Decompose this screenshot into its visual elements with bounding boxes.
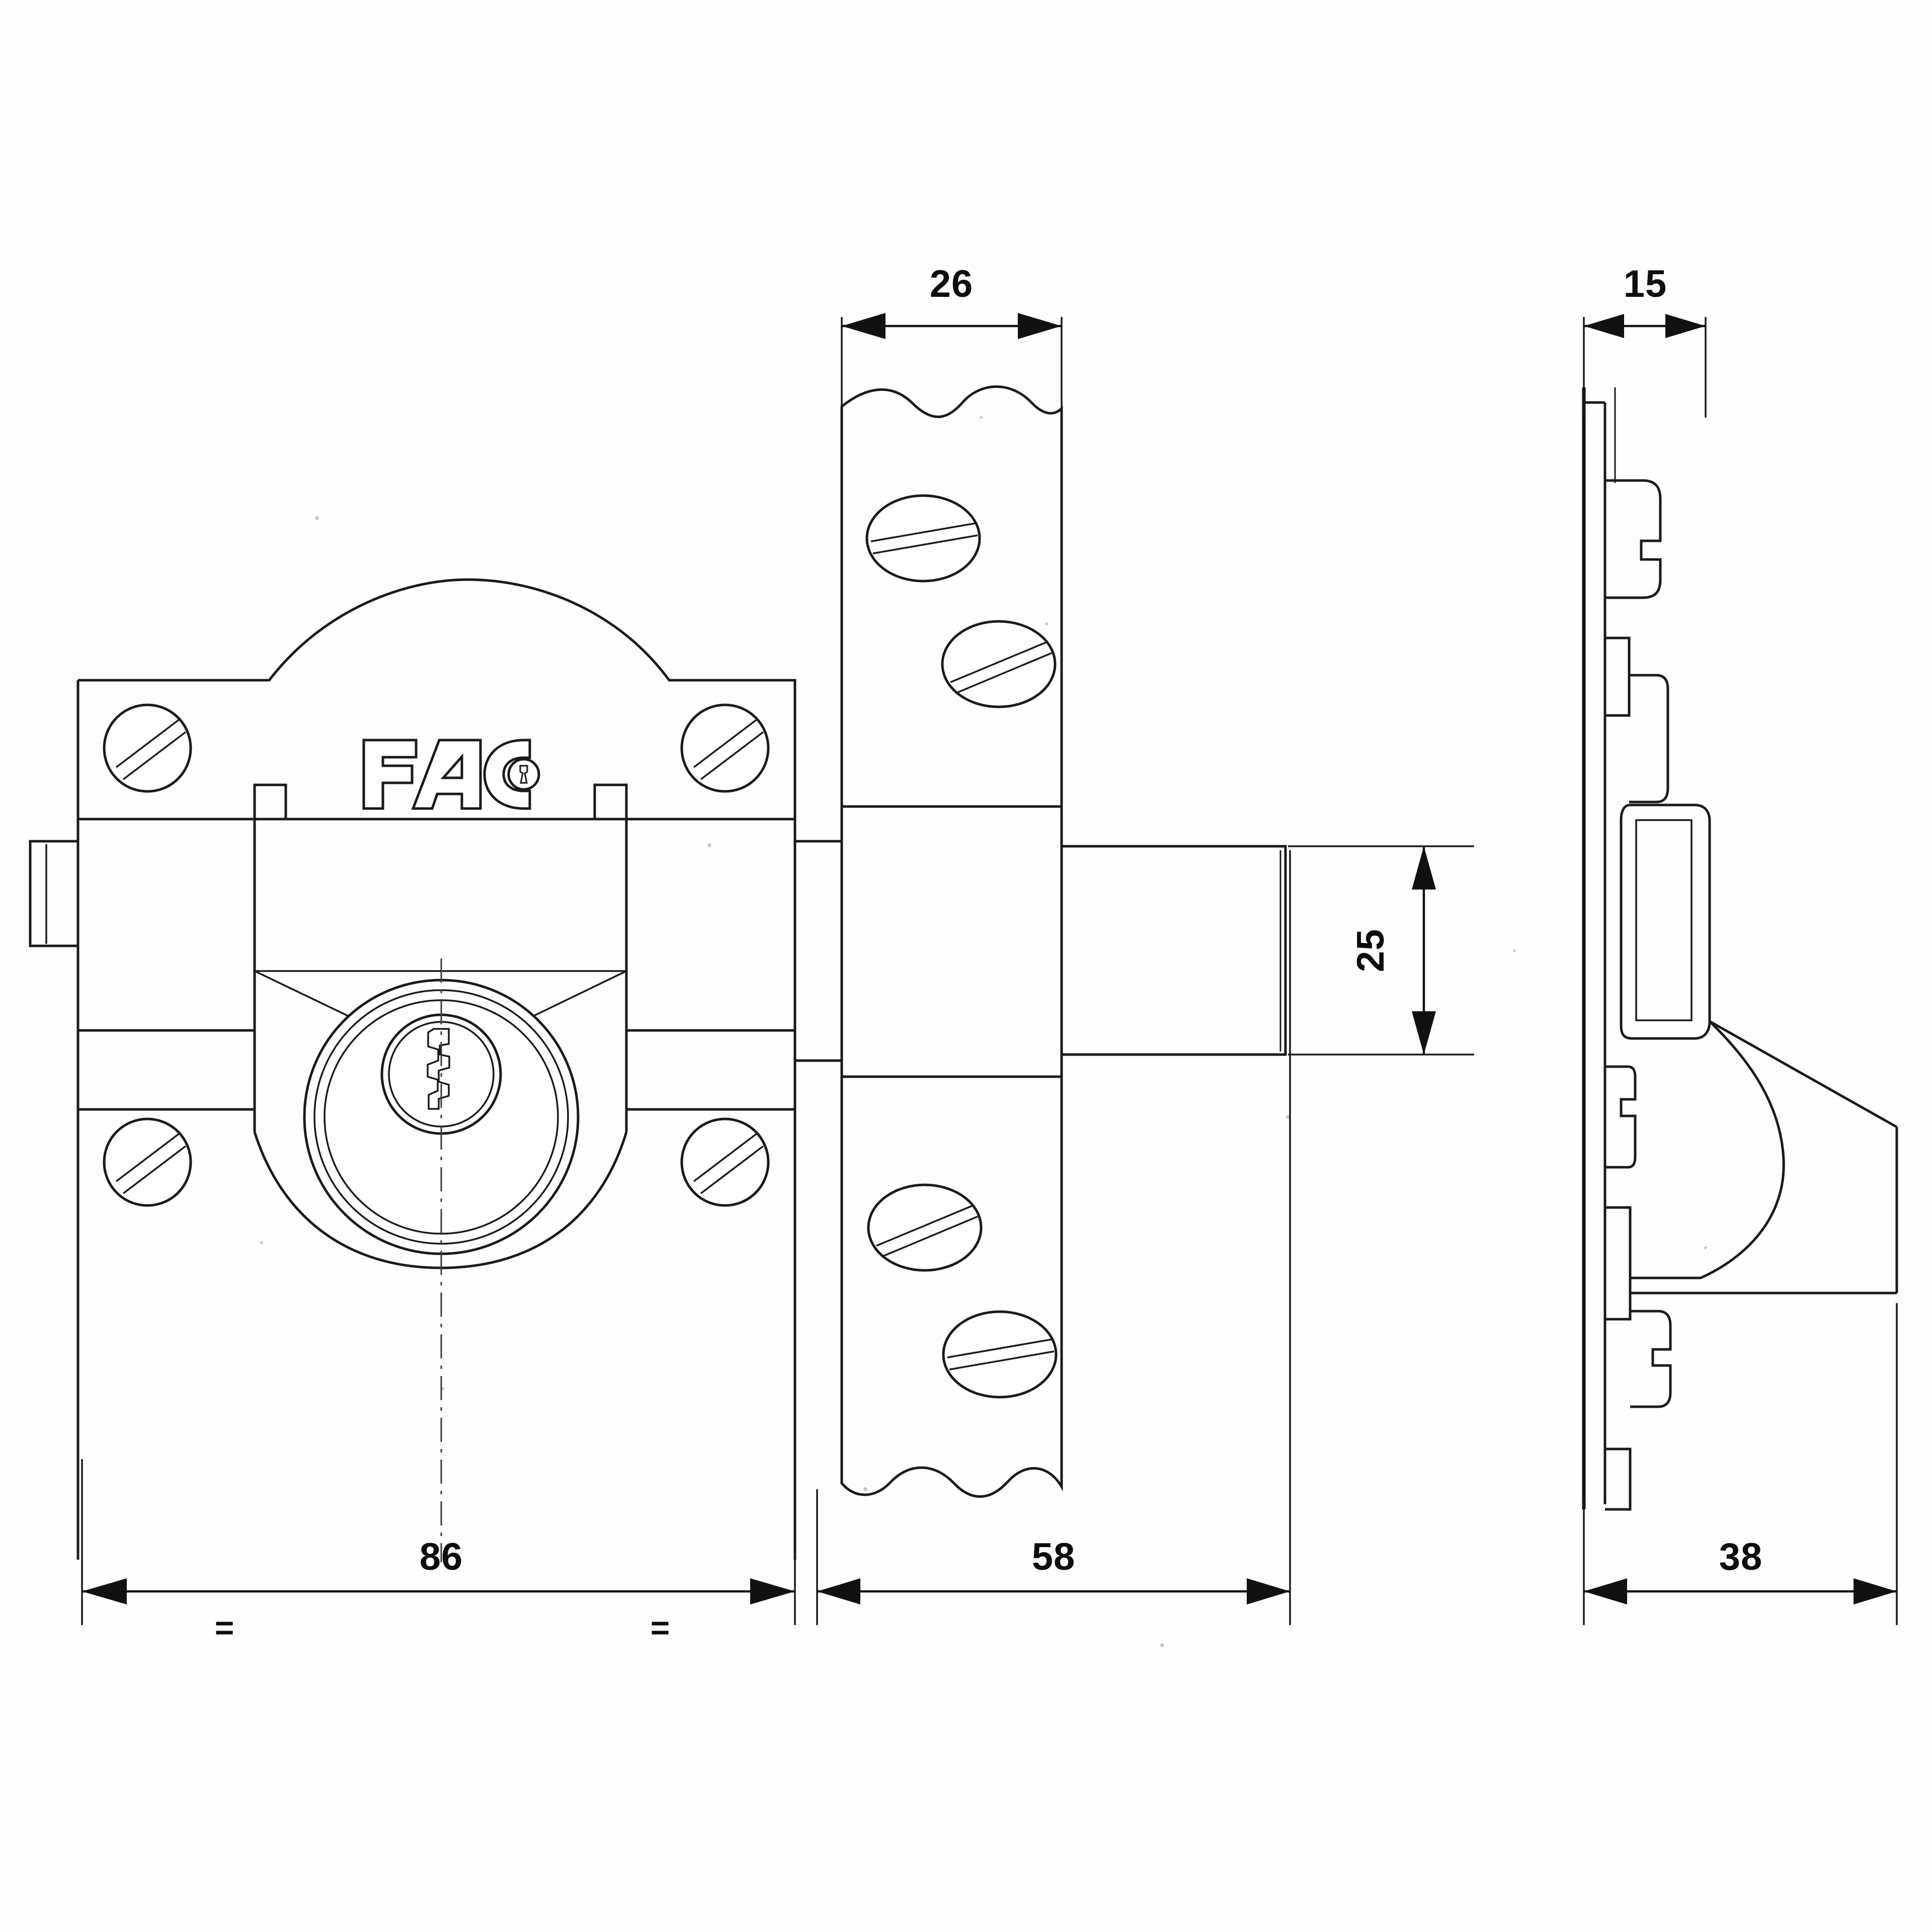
dimension-26-label: 26 xyxy=(930,263,974,305)
dimension-26: 26 xyxy=(841,263,1063,433)
lower-keeper-lug xyxy=(1630,1310,1672,1408)
dimension-38-label: 38 xyxy=(1719,1536,1763,1578)
dimension-86: 86 = = xyxy=(81,1459,796,1646)
equal-mark-left: = xyxy=(215,1609,234,1646)
housing-lug-left xyxy=(253,783,287,819)
middle-keeper-lug xyxy=(1629,674,1669,803)
dimension-15-label: 15 xyxy=(1624,263,1667,305)
keyway-profile xyxy=(427,1028,450,1110)
projecting-bolt xyxy=(1062,845,1287,1056)
strike-screw-1 xyxy=(867,496,980,581)
cylinder-body-outer xyxy=(1620,803,1711,1040)
dimension-58-label: 58 xyxy=(1032,1536,1076,1578)
side-section-view xyxy=(1582,387,1898,1511)
dimension-25: 25 xyxy=(1288,845,1474,1056)
logo-letter-c xyxy=(483,739,531,810)
strike-screw-2 xyxy=(942,621,1055,707)
dimension-25-label: 25 xyxy=(1349,929,1392,973)
lower-inner-lug xyxy=(1605,1065,1637,1169)
middle-plate-notch xyxy=(1605,636,1631,717)
screw-top-right xyxy=(682,705,768,791)
strike-screw-3 xyxy=(868,1185,981,1270)
dimension-86-label: 86 xyxy=(420,1536,463,1578)
screw-bottom-right xyxy=(682,1119,768,1205)
fac-logo xyxy=(362,739,540,810)
upper-keeper-lug xyxy=(1605,479,1662,599)
cam-curve-profile xyxy=(1630,1020,1785,1279)
lock-body-arched-outline xyxy=(78,578,796,1560)
logo-letter-a xyxy=(411,739,482,810)
strike-screw-4 xyxy=(943,1312,1056,1397)
cylinder-body-inner xyxy=(1635,819,1693,1021)
screw-top-left xyxy=(104,705,191,791)
left-tailpiece-block xyxy=(29,840,78,947)
dimension-38: 38 xyxy=(1583,1303,1898,1625)
screw-bottom-left xyxy=(104,1119,191,1205)
dimension-15: 15 xyxy=(1583,263,1707,418)
housing-lug-right xyxy=(593,783,628,819)
dimension-58: 58 xyxy=(816,850,1291,1625)
cylinder-housing-block xyxy=(253,819,628,1132)
front-elevation-view xyxy=(29,578,796,1562)
logo-letter-f xyxy=(362,739,418,810)
lower-bracket-wall xyxy=(1605,1206,1632,1321)
strike-plate-view xyxy=(795,385,1287,1498)
equal-mark-right: = xyxy=(651,1609,670,1646)
cam-upper-straight xyxy=(1709,1020,1898,1129)
